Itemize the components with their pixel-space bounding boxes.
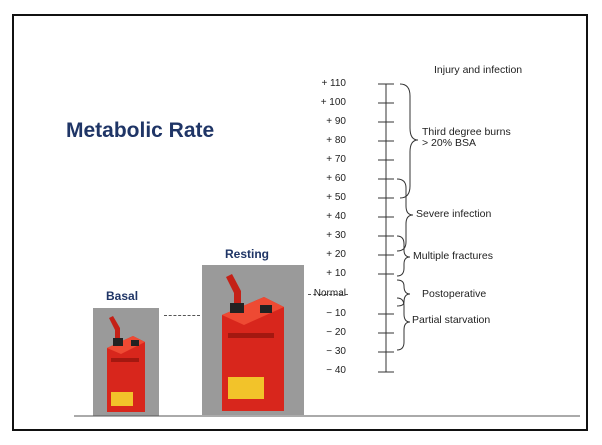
- scale-tick: + 100: [320, 97, 346, 108]
- scale-tick: + 110: [321, 78, 346, 89]
- scale-tick: − 20: [326, 327, 346, 338]
- injury-infection-label: Injury and infection: [434, 64, 523, 76]
- scale-tick: − 30: [326, 346, 346, 357]
- slide: Metabolic Rate Basal Resting + 110 + 10: [12, 14, 588, 431]
- resting-connector-line: [308, 294, 348, 295]
- scale-tick: − 10: [326, 308, 346, 319]
- basal-can-image: [93, 308, 159, 416]
- scale-tick: + 40: [326, 211, 346, 222]
- basal-label: Basal: [106, 289, 139, 303]
- severe-infection-label: Severe infection: [416, 208, 492, 220]
- fuel-can-icon: [222, 274, 284, 411]
- scale-tick: + 70: [326, 154, 346, 165]
- scale-tick: + 60: [326, 173, 346, 184]
- postoperative-label: Postoperative: [422, 288, 487, 300]
- scale-axis-diagram: [74, 83, 580, 417]
- scale-tick: + 20: [326, 249, 346, 260]
- basal-connector-line: [164, 315, 200, 316]
- scale-tick: + 30: [326, 230, 346, 241]
- scale-tick: + 50: [326, 192, 346, 203]
- slide-title: Metabolic Rate: [66, 119, 215, 142]
- scale-tick: + 10: [326, 268, 346, 279]
- fuel-can-icon: [107, 316, 145, 412]
- resting-label: Resting: [225, 247, 270, 261]
- scale-tick: + 80: [326, 135, 346, 146]
- partial-starvation-label: Partial starvation: [412, 314, 491, 326]
- burns-label-line2: > 20% BSA: [422, 137, 476, 149]
- burns-label-line1: Third degree burns: [422, 126, 511, 138]
- scale-tick: + 90: [326, 116, 346, 127]
- resting-can-image: [202, 265, 304, 415]
- scale-tick: − 40: [326, 365, 346, 376]
- scale-normal-label: Normal: [313, 288, 346, 299]
- multiple-fractures-label: Multiple fractures: [413, 250, 493, 262]
